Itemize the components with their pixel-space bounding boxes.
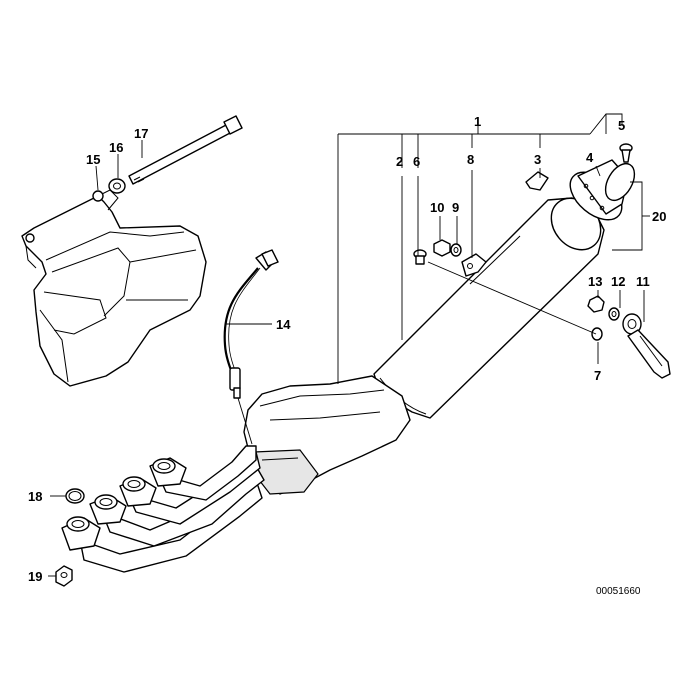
header-flange-4 [149, 457, 187, 487]
callout-9: 9 [452, 200, 459, 215]
callout-8: 8 [467, 152, 474, 167]
callout-7: 7 [594, 368, 601, 383]
long-bolt-17 [128, 115, 243, 185]
callout-labels: 1 2 6 8 3 4 5 20 10 9 13 12 11 7 14 15 1… [28, 114, 666, 584]
nut-13 [587, 295, 605, 313]
callout-6: 6 [413, 154, 420, 169]
bolt-6 [413, 249, 427, 265]
exhaust-header-pipes [61, 375, 411, 573]
callout-5: 5 [618, 118, 625, 133]
header-flange-2 [89, 494, 127, 525]
header-flange-3 [119, 476, 157, 507]
screw-5 [619, 143, 633, 163]
callout-3: 3 [534, 152, 541, 167]
callout-1: 1 [474, 114, 481, 129]
flange-nut-19 [55, 565, 73, 587]
gasket-ring-18 [65, 488, 85, 504]
leader-lines [48, 113, 650, 577]
callout-10: 10 [430, 200, 444, 215]
washer-12 [608, 307, 620, 321]
heat-shield-bracket [21, 189, 207, 387]
callout-4: 4 [586, 150, 594, 165]
header-flange-1 [61, 516, 101, 551]
callout-13: 13 [588, 274, 602, 289]
callout-16: 16 [109, 140, 123, 155]
rubber-mount-11 [622, 313, 671, 379]
callout-2: 2 [396, 154, 403, 169]
callout-15: 15 [86, 152, 100, 167]
callout-19: 19 [28, 569, 42, 584]
callout-12: 12 [611, 274, 625, 289]
callout-11: 11 [636, 274, 650, 289]
washer-16 [108, 178, 126, 194]
nut-10 [433, 239, 451, 257]
callout-20: 20 [652, 209, 666, 224]
drawing-number: 00051660 [596, 586, 641, 597]
end-cap-4 [569, 159, 636, 221]
o-ring-7 [591, 327, 603, 341]
callout-17: 17 [134, 126, 148, 141]
clamp-3 [525, 171, 549, 191]
callout-18: 18 [28, 489, 42, 504]
oxygen-sensor-cable [223, 249, 279, 399]
callout-14: 14 [276, 317, 291, 332]
muffler-body [373, 197, 605, 419]
washer-9 [450, 243, 462, 257]
